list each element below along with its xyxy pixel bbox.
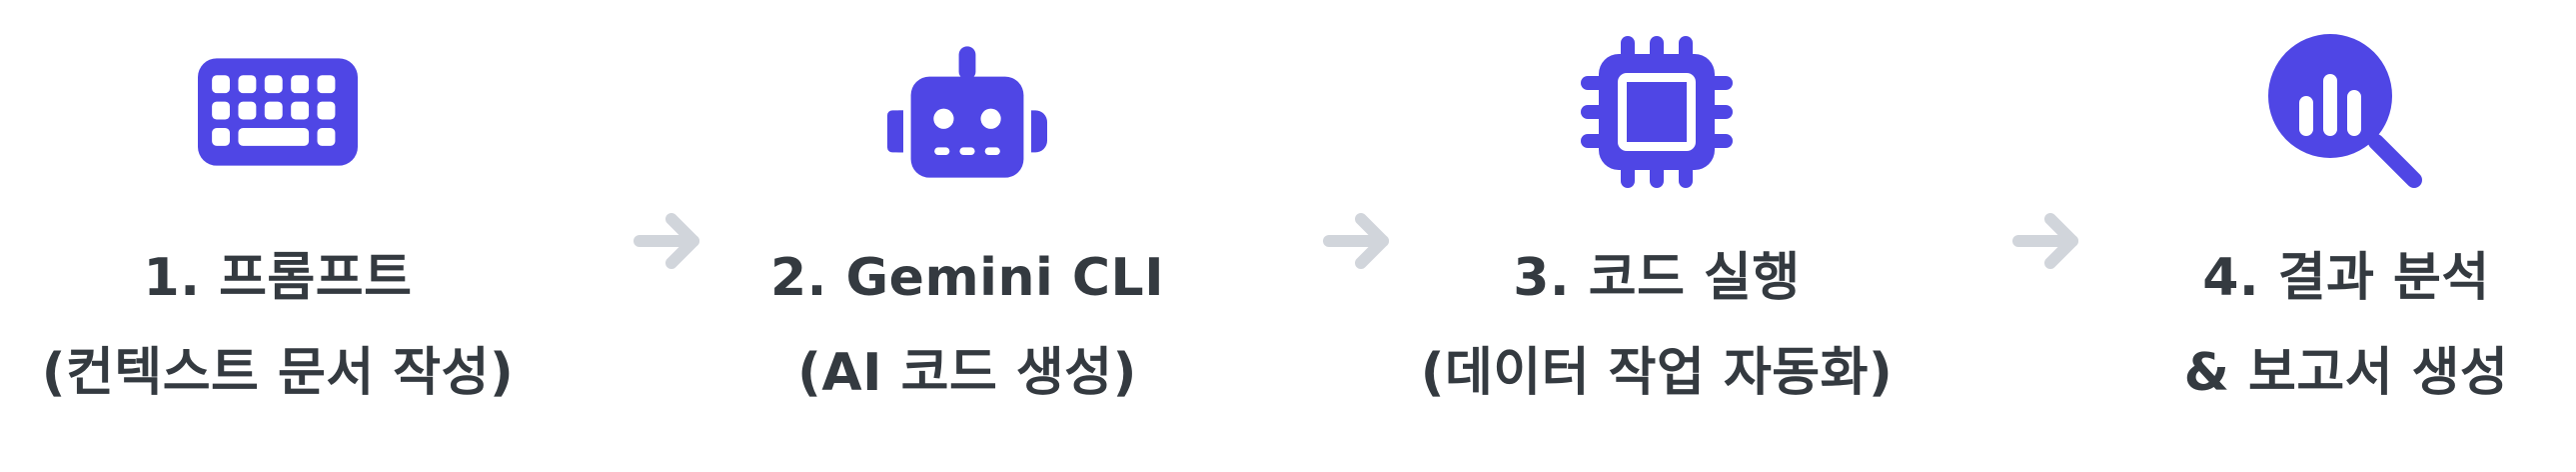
step-2: 2. Gemini CLI (AI 코드 생성) [647, 0, 1287, 472]
arrow-right-icon [632, 213, 703, 269]
step-3: 3. 코드 실행 (데이터 작업 자동화) [1337, 0, 1976, 472]
keyboard-icon [198, 34, 358, 190]
cpu-chip-icon [1577, 34, 1737, 190]
step-subtitle: (데이터 작업 자동화) [1420, 343, 1894, 403]
step-subtitle: (AI 코드 생성) [797, 343, 1137, 403]
step-subtitle: & 보고서 생성 [2183, 343, 2509, 403]
robot-icon [887, 34, 1047, 190]
step-subtitle: (컨텍스트 문서 작성) [41, 343, 515, 403]
step-title: 3. 코드 실행 [1513, 248, 1801, 308]
chart-search-icon [2266, 34, 2426, 190]
step-title: 4. 결과 분석 [2202, 248, 2490, 308]
step-4: 4. 결과 분석 & 보고서 생성 [2026, 0, 2576, 472]
arrow-right-icon [2010, 213, 2082, 269]
step-title: 2. Gemini CLI [769, 248, 1165, 308]
step-1: 1. 프롬프트 (컨텍스트 문서 작성) [0, 0, 598, 472]
step-title: 1. 프롬프트 [143, 248, 413, 308]
arrow-right-icon [1321, 213, 1393, 269]
